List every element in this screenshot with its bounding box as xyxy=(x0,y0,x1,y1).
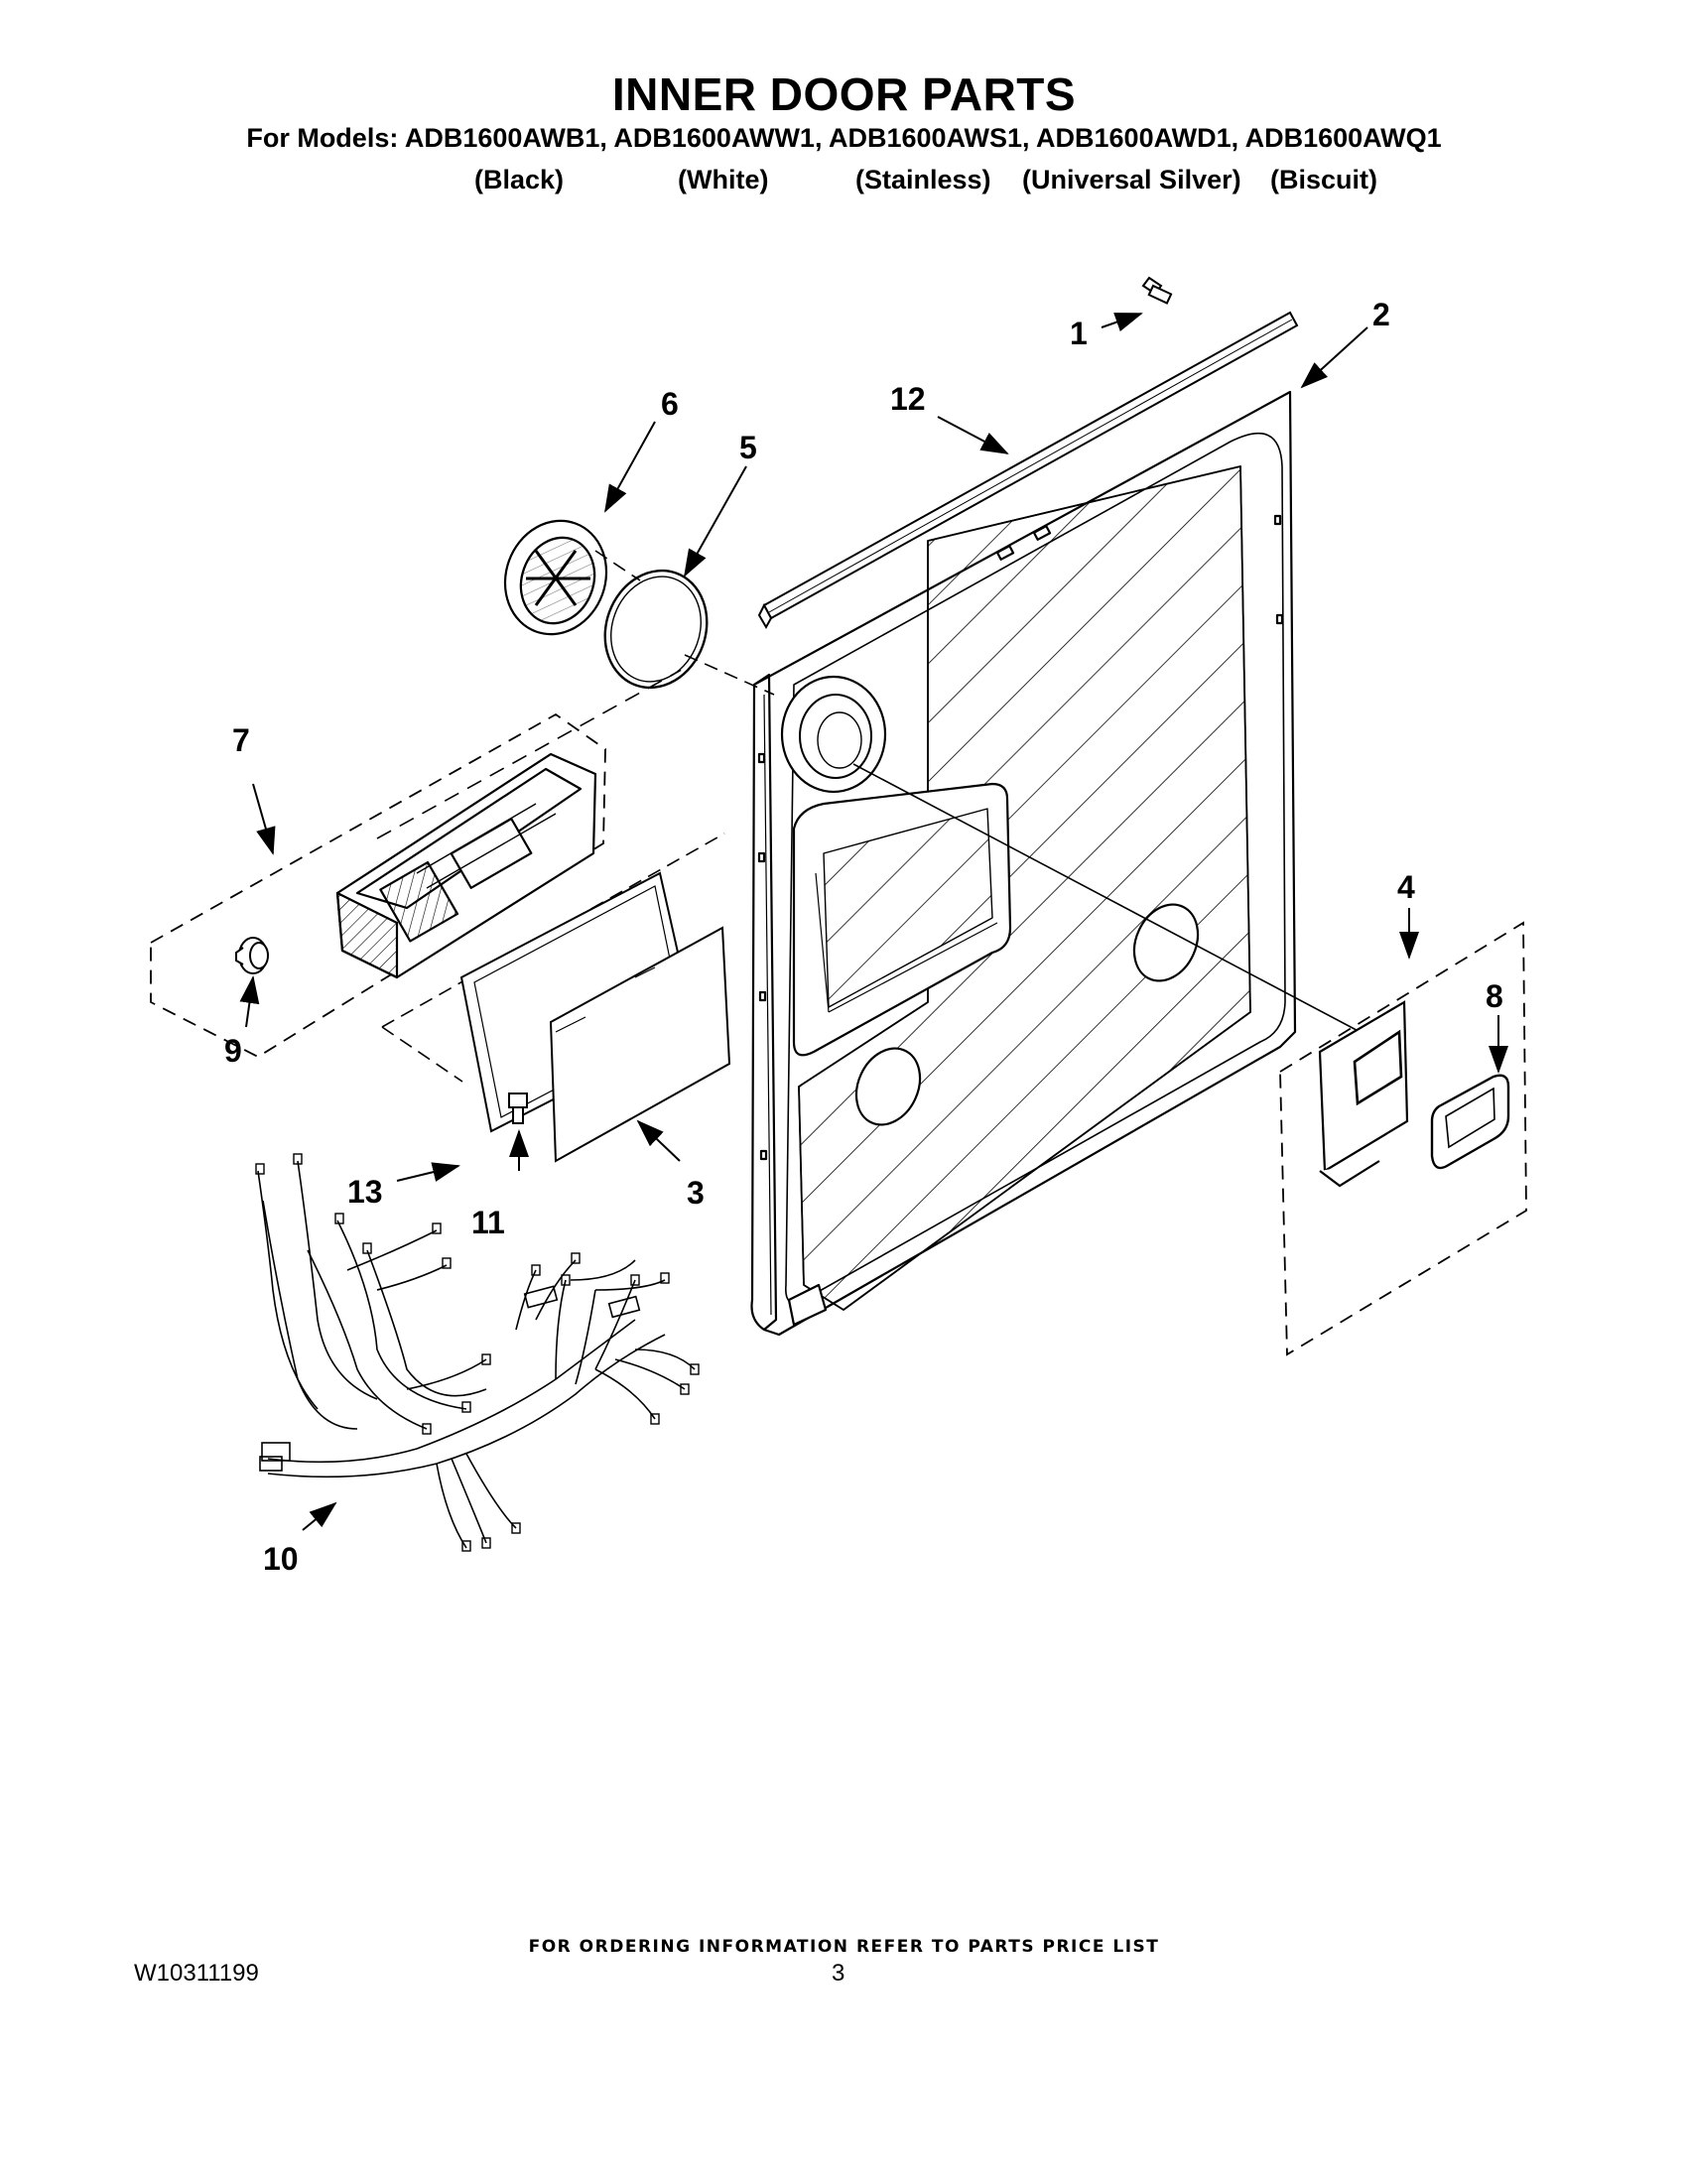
color-black: (Black) xyxy=(474,165,565,194)
isolator-group-box xyxy=(1279,921,1527,1356)
screw-11 xyxy=(508,1092,528,1124)
callout-5: 5 xyxy=(739,430,757,465)
callout-2: 2 xyxy=(1372,297,1390,332)
model-colors-row: (Black) (White) (Stainless) (Universal S… xyxy=(0,165,1688,198)
page-title: INNER DOOR PARTS xyxy=(611,68,1077,120)
control-board xyxy=(549,926,731,1163)
callout-1: 1 xyxy=(1070,316,1088,351)
vent-assembly xyxy=(503,519,608,636)
callout-4: 4 xyxy=(1397,869,1415,905)
inner-door-panel xyxy=(750,390,1297,1337)
color-white: (White) xyxy=(678,165,769,194)
wire-harness xyxy=(255,1153,700,1552)
color-universal-silver: (Universal Silver) xyxy=(1022,165,1241,194)
dispenser xyxy=(335,752,597,979)
solid-alignment-line xyxy=(852,763,1370,1038)
callout-leaders xyxy=(239,313,1508,1531)
callout-11: 11 xyxy=(471,1205,505,1240)
dispenser-knob xyxy=(235,937,269,974)
callout-8: 8 xyxy=(1486,978,1503,1014)
top-gasket-strip xyxy=(757,311,1299,630)
isolator-seal xyxy=(1430,1074,1510,1170)
callout-3: 3 xyxy=(687,1175,705,1211)
callout-7: 7 xyxy=(232,722,250,758)
color-biscuit: (Biscuit) xyxy=(1270,165,1377,194)
callout-9: 9 xyxy=(224,1033,242,1069)
callout-13: 13 xyxy=(347,1174,383,1210)
dispenser-group-box xyxy=(150,712,606,1059)
color-stainless: (Stainless) xyxy=(855,165,991,194)
callout-12: 12 xyxy=(890,381,926,417)
callout-6: 6 xyxy=(661,386,679,422)
screw-1 xyxy=(1141,276,1173,305)
callout-10: 10 xyxy=(263,1541,299,1577)
isolator xyxy=(1318,1000,1409,1188)
models-line: For Models: ADB1600AWB1, ADB1600AWW1, AD… xyxy=(246,123,1442,153)
ordering-note: FOR ORDERING INFORMATION REFER TO PARTS … xyxy=(528,1937,1160,1957)
vent-seal xyxy=(603,569,709,690)
document-number: W10311199 xyxy=(134,1960,259,1987)
page-number: 3 xyxy=(832,1960,845,1987)
